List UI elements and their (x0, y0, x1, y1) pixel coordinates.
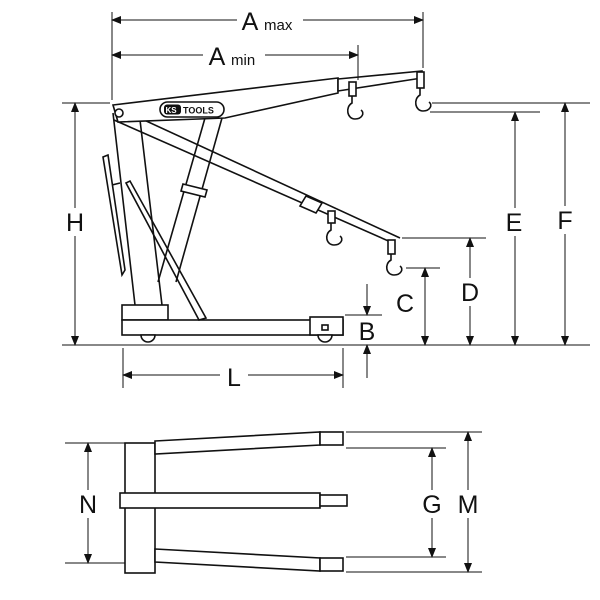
pump-handle (102, 153, 126, 278)
c-label: C (396, 290, 414, 318)
rear-wheel (140, 334, 156, 343)
mast-base-block (121, 304, 169, 321)
mast (112, 112, 163, 306)
a-min-subscript: min (231, 52, 255, 69)
front-wheel (317, 334, 333, 343)
hook-mount-lowered-min (327, 210, 336, 224)
a-max-subscript: max (264, 17, 293, 34)
diagonal-stay (124, 179, 208, 321)
a-min-label: A (209, 43, 226, 71)
hook-raised-max (414, 88, 432, 112)
top-leg-upper-end (319, 431, 344, 446)
n-label: N (79, 491, 97, 519)
hook-lowered-min (325, 223, 343, 246)
crane-side-view: KS TOOLS (102, 70, 432, 343)
leg-end-pin (321, 324, 329, 331)
top-boom-bar (119, 492, 321, 509)
hook-mount-raised-max (416, 71, 425, 89)
crane-top-view (119, 431, 348, 574)
hook-lowered-max (385, 254, 403, 276)
e-label: E (506, 209, 523, 237)
top-boom-bar-end (319, 494, 348, 507)
f-label: F (557, 207, 572, 235)
hook-mount-raised-min (348, 81, 357, 97)
m-label: M (458, 491, 479, 519)
b-label: B (359, 318, 376, 346)
ks-tools-logo: KS TOOLS (159, 101, 225, 118)
ram-collar (180, 183, 208, 198)
h-label: H (66, 209, 84, 237)
l-label: L (227, 364, 241, 392)
boom-lowered-joint (298, 194, 324, 215)
top-view-dimensions: N G M (65, 431, 483, 573)
top-leg-upper (154, 431, 321, 455)
svg-text:KS: KS (166, 106, 178, 115)
d-label: D (461, 279, 479, 307)
top-leg-lower (154, 548, 321, 572)
boom-pivot (114, 108, 124, 118)
hydraulic-ram (157, 117, 223, 283)
a-max-label: A (242, 8, 259, 36)
svg-text:TOOLS: TOOLS (183, 106, 214, 116)
hook-raised-min (346, 96, 364, 120)
boom-raised (111, 77, 339, 123)
top-leg-lower-end (319, 557, 344, 572)
g-label: G (422, 491, 441, 519)
boom-lowered (113, 107, 401, 244)
side-view-dimensions: A max A min H E F D C B L (62, 6, 590, 392)
hook-mount-lowered-max (387, 239, 396, 255)
